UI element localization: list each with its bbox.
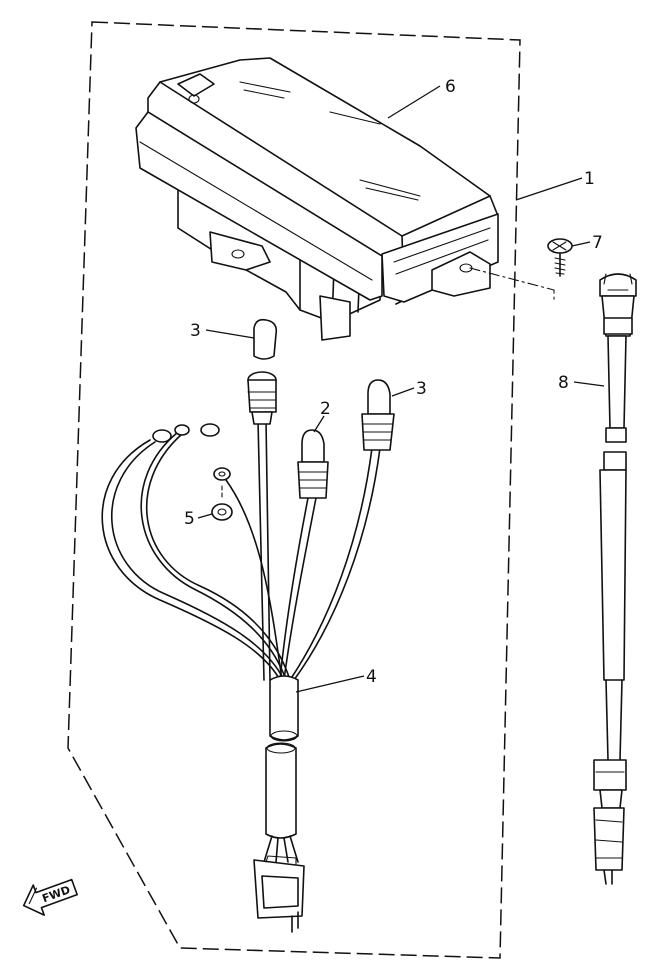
callout-7: 7 [592,233,603,253]
callout-1: 1 [584,169,595,189]
callout-8: 8 [558,373,569,393]
callout-3-bulb: 3 [416,379,427,399]
bulb-cap [253,318,278,360]
callout-2: 2 [320,399,331,419]
wire-harness [101,371,395,933]
callout-5: 5 [184,509,195,529]
callout-4: 4 [366,667,377,687]
speedometer-cable [593,273,637,885]
meter-housing [135,57,499,341]
assembly-boundary [67,21,521,959]
callout-6: 6 [445,77,456,97]
nut [211,485,233,521]
screw-alignment-line [469,267,555,303]
leader-lines [197,85,605,693]
callout-3-cap: 3 [190,321,201,341]
screw [547,238,573,277]
fwd-direction-badge: FWD [22,878,78,916]
